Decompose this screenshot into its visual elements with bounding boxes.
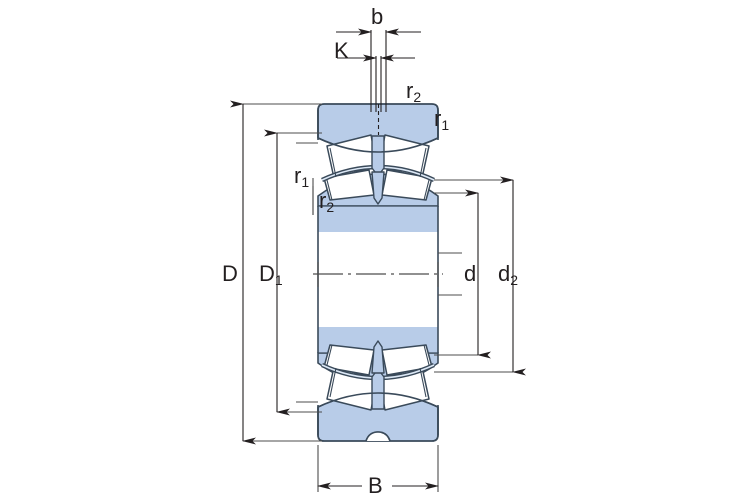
- dimension-d2: [434, 176, 526, 376]
- dimension-d: [434, 189, 491, 359]
- cage-tick-right-3: [419, 367, 427, 398]
- dimension-label-D: D: [222, 261, 238, 286]
- radius-label-r1-mid-left: r1: [294, 163, 310, 190]
- cage-tick-right-2: [423, 179, 430, 201]
- radius-label-r1-top-right: r1: [434, 106, 450, 133]
- dimension-D: [230, 100, 322, 445]
- dimension-label-b: b: [371, 4, 384, 29]
- cage-tick-left-4: [326, 344, 333, 366]
- cage-tick-left-1: [329, 147, 337, 178]
- dimension-label-d2: d2: [498, 261, 519, 288]
- centreline-group: [313, 262, 443, 287]
- dimension-label-B: B: [368, 473, 383, 498]
- corner-ticks: [296, 142, 462, 403]
- dimension-label-K: K: [334, 38, 349, 63]
- bottom-notch-outline: [365, 431, 391, 442]
- cage-tick-left-2: [326, 179, 333, 201]
- outer-ring-bottom-outline: [317, 392, 439, 442]
- centre-spacer-lower: [371, 368, 385, 410]
- cage-tick-right-1: [419, 147, 427, 178]
- dimension-label-d: d: [464, 261, 477, 286]
- centre-spacer-upper: [371, 135, 385, 177]
- cage-tick-right-4: [423, 344, 430, 366]
- centre-spacer-lower-upper: [371, 340, 385, 374]
- dimension-D1: [264, 129, 322, 416]
- dimension-B: [317, 445, 439, 492]
- centre-spacer-upper-lower: [371, 171, 385, 205]
- bearing-body: [317, 30, 439, 442]
- dimension-label-D1: D1: [259, 261, 283, 288]
- cage-tick-left-3: [329, 367, 337, 398]
- radius-label-r2-top-center: r2: [406, 78, 422, 105]
- upper-roller-assembly: [321, 134, 435, 205]
- inner-ring-upper-band: [318, 206, 438, 232]
- radius-label-r2-mid-left: r2: [319, 188, 335, 215]
